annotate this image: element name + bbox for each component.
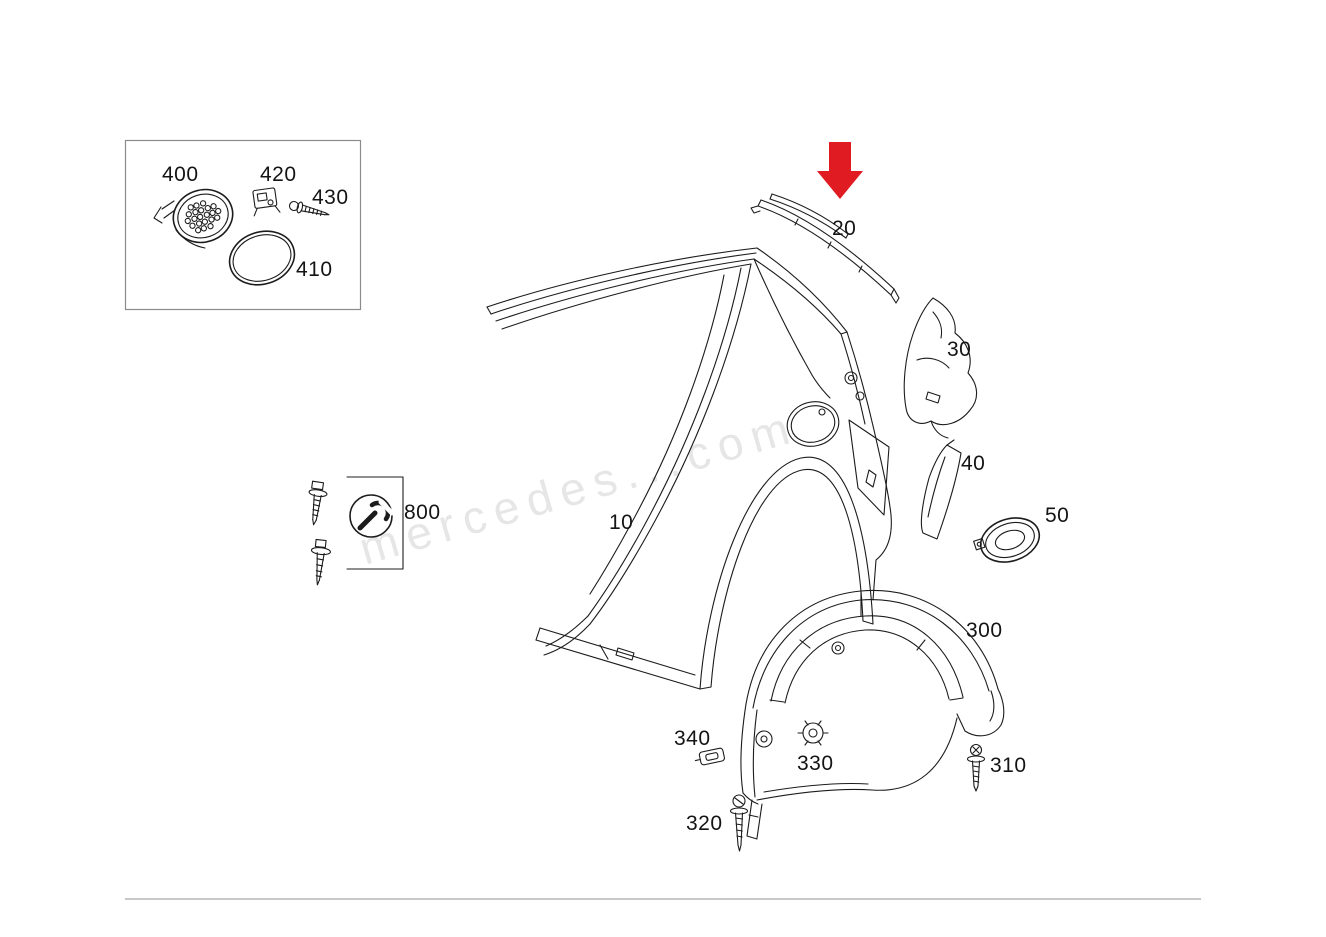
part-label-330: 330: [797, 752, 834, 775]
part-label-320: 320: [686, 812, 723, 835]
clip-drawing: [694, 747, 725, 766]
fuel-flap-drawing: [153, 188, 234, 249]
mounting-hardware-drawing: [308, 476, 404, 586]
part-label-340: 340: [674, 727, 711, 750]
part-label-50: 50: [1045, 504, 1070, 527]
flap-screw-drawing: [288, 200, 330, 216]
pillar-bracket-drawing: [903, 297, 978, 439]
part-label-800: 800: [404, 501, 441, 524]
screw-800b: [310, 538, 331, 586]
wheel-arch-liner-drawing: [740, 589, 1005, 840]
quarter-panel-drawing: [486, 247, 892, 690]
screw-320-drawing: [729, 794, 749, 852]
inset-box-border: [124, 139, 362, 311]
inset-box: [124, 139, 362, 311]
screw-800a: [308, 480, 328, 526]
part-label-10: 10: [609, 511, 634, 534]
part-label-400: 400: [162, 163, 199, 186]
filler-pot-drawing: [973, 517, 1041, 563]
red-arrow-marker: [817, 142, 863, 199]
watermark: mercedes...com: [353, 400, 803, 575]
part-label-40: 40: [961, 452, 986, 475]
part-label-410: 410: [296, 258, 333, 281]
wrench-icon: [349, 494, 395, 538]
part-label-300: 300: [966, 619, 1003, 642]
part-label-30: 30: [947, 338, 972, 361]
support-bracket-drawing: [920, 439, 962, 540]
screw-310-drawing: [966, 743, 986, 792]
part-label-430: 430: [312, 186, 349, 209]
filler-seal-ring-drawing: [228, 230, 296, 286]
part-label-20: 20: [832, 217, 857, 240]
water-channel-strip-drawing: [750, 193, 900, 304]
part-label-310: 310: [990, 754, 1027, 777]
grommet-drawing: [797, 720, 829, 746]
flap-bracket-drawing: [252, 187, 281, 217]
part-label-420: 420: [260, 163, 297, 186]
